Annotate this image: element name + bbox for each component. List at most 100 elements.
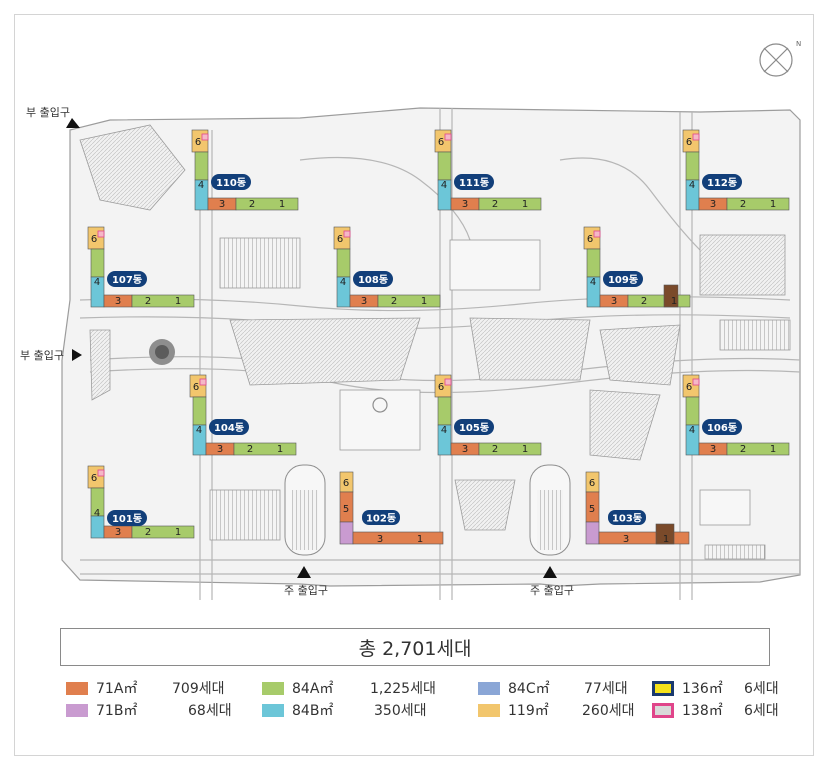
building-label-badge [702, 174, 742, 190]
legend-swatch [66, 703, 88, 717]
unit-digit: 3 [115, 527, 121, 538]
unit-digit: 6 [193, 382, 199, 393]
unit-digit: 6 [686, 137, 692, 148]
unit-digit: 4 [196, 425, 202, 436]
building-label: 112동 [707, 177, 737, 189]
legend-household-count: 260세대 [582, 703, 635, 719]
legend-unit-type: 119㎡ [508, 703, 549, 719]
legend-unit-type: 138㎡ [682, 703, 723, 719]
building-label: 110동 [216, 177, 246, 189]
building-label-badge [107, 271, 147, 287]
entrance-markers: 부 출입구 부 출입구 주 출입구 주 출입구 [20, 106, 574, 597]
legend-unit-type: 84B㎡ [292, 703, 334, 719]
legend-household-count: 6세대 [744, 681, 779, 697]
building-label-badge [608, 510, 646, 525]
unit-digit: 1 [417, 534, 423, 545]
building-label-badge [211, 174, 251, 190]
unit-digit: 3 [710, 199, 716, 210]
unit-digit: 3 [710, 444, 716, 455]
total-households: 총 2,701세대 [60, 628, 770, 666]
legend-swatch [652, 680, 674, 696]
unit-digit: 6 [91, 473, 97, 484]
unit-digit: 6 [589, 478, 595, 489]
unit-digit: 3 [361, 296, 367, 307]
unit-digit: 6 [438, 382, 444, 393]
unit-digit: 6 [686, 382, 692, 393]
legend-household-count: 6세대 [744, 703, 779, 719]
building-label-badge [353, 271, 393, 287]
legend-unit-type: 84A㎡ [292, 681, 334, 697]
unit-digit: 4 [94, 277, 100, 288]
unit-digit: 4 [441, 425, 447, 436]
unit-digit: 2 [249, 199, 255, 210]
unit-digit: 2 [492, 444, 498, 455]
legend-item: 119㎡ 260세대 [478, 700, 634, 720]
unit-digit: 3 [219, 199, 225, 210]
unit-digit: 2 [145, 527, 151, 538]
unit-digit: 6 [587, 234, 593, 245]
main-entrance-left-arrow [297, 566, 311, 578]
unit-digit: 3 [623, 534, 629, 545]
sub-entrance-left-label: 부 출입구 [20, 349, 64, 362]
unit-digit: 2 [247, 444, 253, 455]
legend-item: 136㎡ 6세대 [652, 678, 779, 698]
building-101동[interactable]: 6 4 3 2 1 101동 [87, 465, 195, 539]
legend-unit-type: 84C㎡ [508, 681, 550, 697]
legend-swatch [66, 681, 88, 695]
unit-digit: 1 [175, 527, 181, 538]
building-label-badge [454, 174, 494, 190]
unit-digit: 4 [689, 425, 695, 436]
building-label: 108동 [358, 274, 388, 286]
sub-entrance-top-arrow [66, 118, 80, 128]
building-label: 105동 [459, 422, 489, 434]
legend-unit-type: 71B㎡ [96, 703, 138, 719]
building-label: 101동 [112, 513, 142, 525]
unit-digit: 1 [522, 444, 528, 455]
building-label-badge [603, 271, 643, 287]
sub-entrance-top-label: 부 출입구 [26, 106, 70, 119]
unit-digit: 3 [115, 296, 121, 307]
unit-digit: 1 [277, 444, 283, 455]
unit-digit: 6 [438, 137, 444, 148]
unit-digit: 4 [590, 277, 596, 288]
unit-digit: 4 [94, 508, 100, 519]
legend-swatch [478, 681, 500, 695]
building-label: 104동 [214, 422, 244, 434]
legend-swatch [262, 681, 284, 695]
unit-digit: 1 [671, 296, 677, 307]
legend-item: 71B㎡ 68세대 [66, 700, 232, 720]
legend-swatch [652, 702, 674, 718]
unit-digit: 6 [343, 478, 349, 489]
unit-digit: 3 [377, 534, 383, 545]
unit-digit: 6 [91, 234, 97, 245]
building-label: 109동 [608, 274, 638, 286]
building-label-badge [209, 419, 249, 435]
unit-digit: 1 [663, 534, 669, 545]
unit-digit: 5 [343, 504, 349, 515]
legend-household-count: 350세대 [374, 703, 427, 719]
building-label-badge [362, 510, 400, 525]
unit-digit: 4 [441, 180, 447, 191]
legend-household-count: 68세대 [188, 703, 232, 719]
legend-swatch [478, 703, 500, 717]
unit-digit: 1 [175, 296, 181, 307]
unit-digit: 6 [195, 137, 201, 148]
legend-item: 84B㎡ 350세대 [262, 700, 426, 720]
unit-digit: 2 [641, 296, 647, 307]
legend-unit-type: 136㎡ [682, 681, 723, 697]
